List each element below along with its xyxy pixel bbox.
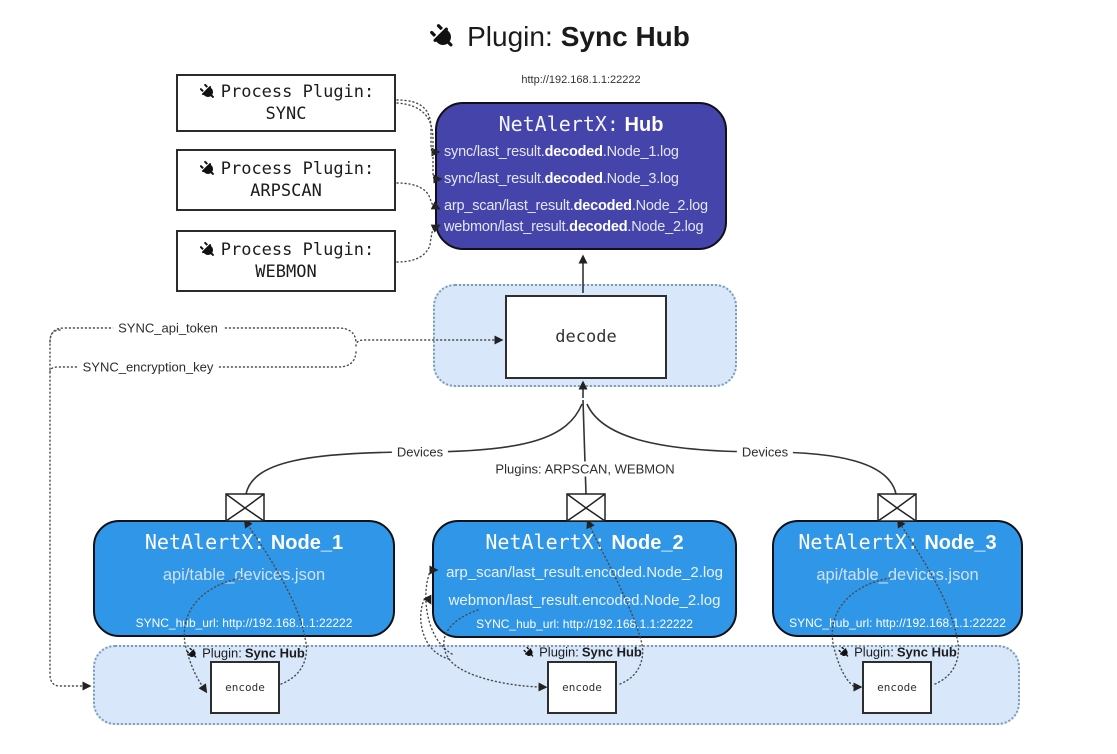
page-title-name: Sync Hub — [560, 21, 690, 52]
plug-icon — [837, 645, 851, 659]
encode-box-2: encode — [547, 661, 617, 714]
hub-box — [435, 102, 727, 250]
hub-log-line: sync/last_result.decoded.Node_3.log — [444, 171, 679, 187]
node-box-2: NetAlertX: Node_2 arp_scan/last_result.e… — [432, 520, 737, 638]
hub-log-line: sync/last_result.decoded.Node_1.log — [444, 144, 679, 160]
node-box-3: NetAlertX: Node_3 api/table_devices.json… — [772, 520, 1023, 637]
process-plugin-box-arpscan: Process Plugin: ARPSCAN — [176, 149, 396, 211]
encode-plugin-label-2: Plugin:Sync Hub — [522, 645, 642, 660]
plug-icon — [198, 159, 218, 179]
plug-icon — [185, 646, 199, 660]
plug-icon — [522, 645, 536, 659]
node-title: NetAlertX: Node_3 — [798, 530, 997, 554]
process-plugin-name: SYNC — [265, 104, 307, 124]
plug-icon — [198, 82, 218, 102]
page-title: Plugin: Sync Hub — [0, 16, 1117, 58]
encode-box-1: encode — [210, 661, 280, 714]
encode-box-3: encode — [862, 661, 932, 714]
sync-encryption-key-label: SYNC_encryption_key — [77, 359, 219, 375]
process-plugin-name: ARPSCAN — [250, 181, 322, 201]
hub-url-label: http://192.168.1.1:22222 — [521, 74, 641, 86]
node-file: arp_scan/last_result.encoded.Node_2.log — [446, 564, 723, 581]
encode-plugin-label-3: Plugin:Sync Hub — [837, 645, 957, 660]
hub-title-prefix: NetAlertX: — [498, 112, 619, 136]
devices-label-left: Devices — [391, 444, 449, 460]
envelope-icon — [566, 493, 606, 522]
node-file: api/table_devices.json — [816, 566, 979, 584]
plug-icon — [198, 240, 218, 260]
process-plugin-label: Process Plugin: — [220, 82, 375, 102]
sync-api-token-label: SYNC_api_token — [113, 320, 223, 336]
envelope-icon — [877, 493, 917, 522]
process-plugin-box-webmon: Process Plugin: WEBMON — [176, 230, 396, 292]
devices-label-right: Devices — [736, 444, 794, 460]
node-file: webmon/last_result.encoded.Node_2.log — [448, 592, 721, 609]
page-title-prefix: Plugin: — [467, 21, 553, 52]
process-plugin-name: WEBMON — [255, 262, 317, 282]
plugins-mid-label: Plugins: ARPSCAN, WEBMON — [490, 461, 680, 477]
process-plugin-label: Process Plugin: — [220, 240, 375, 260]
envelope-icon — [225, 493, 265, 522]
process-plugin-box-sync: Process Plugin: SYNC — [176, 74, 396, 132]
hub-log-line: webmon/last_result.decoded.Node_2.log — [444, 219, 704, 235]
node-hub-url: SYNC_hub_url: http://192.168.1.1:22222 — [476, 617, 693, 631]
encode-plugin-label-1: Plugin:Sync Hub — [185, 646, 305, 661]
node-hub-url: SYNC_hub_url: http://192.168.1.1:22222 — [789, 616, 1006, 630]
hub-title-name: Hub — [624, 114, 664, 136]
hub-title: NetAlertX: Hub — [435, 112, 727, 137]
plug-icon — [427, 21, 459, 53]
node-title: NetAlertX: Node_2 — [485, 530, 684, 554]
node-file: api/table_devices.json — [162, 566, 326, 584]
envelope-icons — [225, 493, 917, 522]
decode-box: decode — [505, 295, 667, 379]
hub-log-line: arp_scan/last_result.decoded.Node_2.log — [444, 198, 708, 214]
node-hub-url: SYNC_hub_url: http://192.168.1.1:22222 — [135, 616, 353, 630]
node-box-1: NetAlertX: Node_1 api/table_devices.json… — [93, 520, 395, 637]
node-title: NetAlertX: Node_1 — [144, 530, 344, 554]
process-plugin-label: Process Plugin: — [220, 159, 375, 179]
